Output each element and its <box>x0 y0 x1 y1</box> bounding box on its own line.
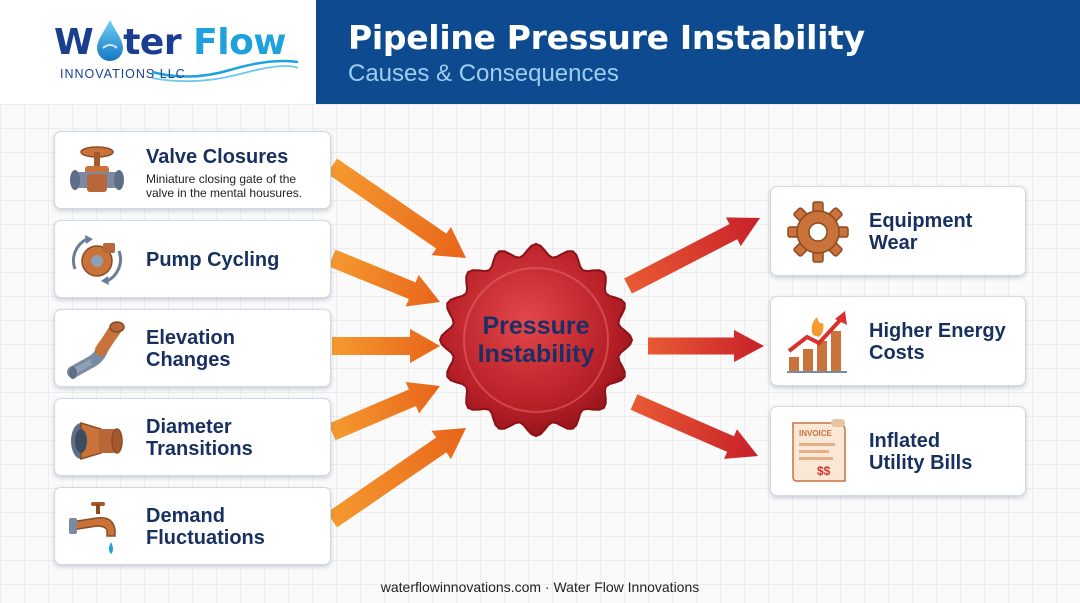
logo-subtitle: INNOVATIONS LLC <box>60 67 186 81</box>
cause-card-valve-closures: Valve Closures Miniature closing gate of… <box>54 131 331 209</box>
cause-arrow <box>328 382 440 441</box>
cause-arrow <box>326 158 466 258</box>
logo-text-flow: Flow <box>193 22 287 63</box>
water-drop-icon <box>97 20 123 61</box>
cause-card-pump-cycling: Pump Cycling <box>54 220 331 298</box>
consequence-arrow <box>624 217 761 294</box>
invoice-icon: INVOICE $$ <box>792 419 846 482</box>
consequence-arrow <box>648 329 764 363</box>
consequence-card-equipment-wear: Equipment Wear <box>770 186 1026 276</box>
logo-wave-icon <box>151 59 299 82</box>
footer-text: waterflowinnovations.com · Water Flow In… <box>380 579 700 595</box>
consequence-label: Equipment Wear <box>869 210 973 254</box>
valve-icon <box>70 146 124 192</box>
cause-description: Miniature closing gate of the valve in t… <box>146 172 303 200</box>
invoice-heading-text: INVOICE <box>799 429 833 438</box>
cause-arrow <box>332 328 440 364</box>
cause-card-diameter-transitions: Diameter Transitions <box>54 398 331 476</box>
rising-cost-chart-icon <box>787 311 847 373</box>
cause-card-elevation-changes: Elevation Changes <box>54 309 331 387</box>
consequence-card-inflated-utility-bills: INVOICE $$ Inflated Utility Bills <box>770 406 1026 496</box>
logo-letter-w: W <box>54 22 94 63</box>
cause-label: Demand Fluctuations <box>146 505 265 549</box>
cause-label: Valve Closures <box>146 146 289 168</box>
consequence-card-higher-energy-costs: Higher Energy Costs <box>770 296 1026 386</box>
cause-card-demand-fluctuations: Demand Fluctuations <box>54 487 331 565</box>
faucet-icon <box>69 502 116 554</box>
page-subtitle: Causes & Consequences <box>348 60 619 87</box>
invoice-money-text: $$ <box>817 464 831 478</box>
gear-icon <box>787 201 849 263</box>
consequence-label: Inflated Utility Bills <box>869 430 973 474</box>
cause-label: Diameter Transitions <box>146 416 253 460</box>
pressure-seal <box>438 242 634 438</box>
pump-icon <box>71 235 123 285</box>
cause-label: Pump Cycling <box>146 249 280 271</box>
cause-label: Elevation Changes <box>146 327 235 371</box>
pipe-reducer-icon <box>71 421 123 461</box>
center-label: Pressure Instability <box>477 312 595 368</box>
cause-arrow <box>326 428 466 528</box>
consequence-arrow <box>630 394 759 459</box>
cause-arrow <box>328 249 440 307</box>
header-band: Pipeline Pressure Instability Causes & C… <box>316 0 1080 104</box>
consequence-label: Higher Energy Costs <box>869 320 1006 364</box>
page-title: Pipeline Pressure Instability <box>348 18 865 57</box>
elbow-pipe-icon <box>67 321 125 379</box>
logo-text-ter: ter <box>123 22 194 63</box>
